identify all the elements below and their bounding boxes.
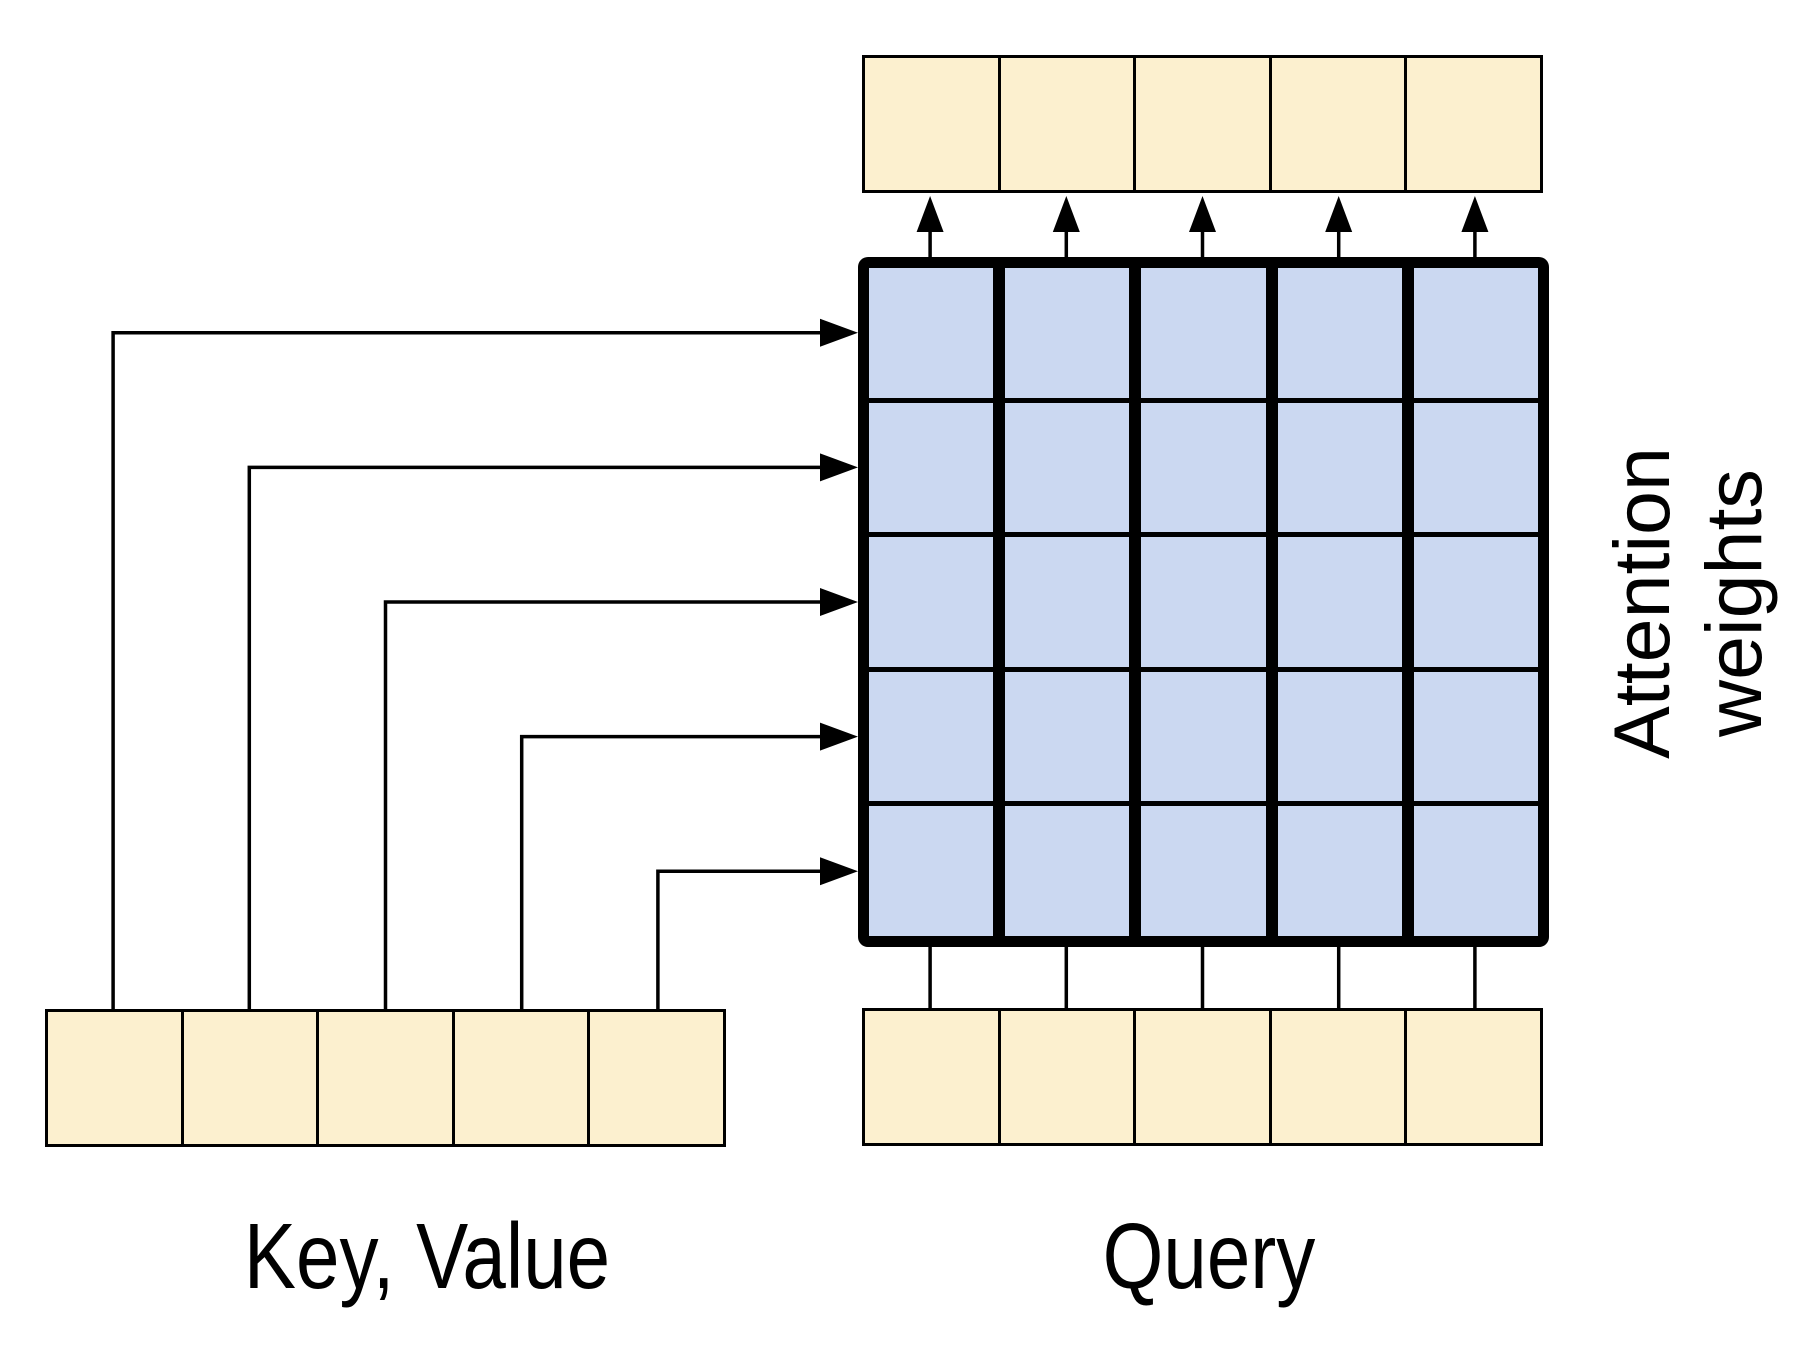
weight-cell — [1277, 268, 1402, 398]
key-value-cell — [316, 1012, 452, 1144]
kv-to-grid-connector — [656, 869, 820, 1011]
output-arrowhead-icon — [1189, 196, 1216, 232]
weights-column — [1413, 268, 1538, 936]
output-cell — [1268, 58, 1405, 190]
query-cell — [1404, 1011, 1540, 1143]
kv-arrowhead-icon — [820, 588, 858, 616]
weight-cell — [1413, 671, 1538, 802]
output-arrowhead-icon — [1325, 196, 1353, 232]
attention-weights-grid — [858, 257, 1549, 947]
weight-cell — [1277, 806, 1402, 936]
kv-to-grid-connector — [519, 734, 820, 1011]
output-arrowhead-icon — [1052, 196, 1080, 232]
key-value-row — [45, 1009, 726, 1147]
key-value-cell — [48, 1012, 181, 1144]
weight-cell — [1277, 402, 1402, 533]
weight-cell — [869, 806, 994, 936]
attention-weights-label-line1: Attention — [1597, 447, 1687, 759]
weight-cell — [1413, 806, 1538, 936]
weights-column — [869, 268, 994, 936]
weight-cell — [1005, 537, 1130, 667]
kv-to-grid-connector — [247, 465, 820, 1011]
output-cell — [1133, 58, 1269, 190]
key-value-label: Key, Value — [243, 1204, 611, 1308]
output-cell — [997, 58, 1134, 190]
weight-cell — [1141, 268, 1266, 398]
kv-to-grid-connector — [111, 331, 820, 1011]
weight-cell — [869, 268, 994, 398]
weights-column — [1141, 268, 1266, 936]
weight-cell — [1277, 671, 1402, 802]
output-arrowhead-icon — [916, 196, 944, 232]
weight-cell — [1413, 402, 1538, 533]
weight-cell — [1413, 537, 1538, 667]
query-cell — [865, 1011, 998, 1143]
query-cell — [1133, 1011, 1269, 1143]
weights-column — [1005, 268, 1130, 936]
weight-cell — [1141, 671, 1266, 802]
weight-cell — [1141, 806, 1266, 936]
key-value-cell — [587, 1012, 723, 1144]
output-row — [862, 55, 1543, 193]
query-row — [862, 1008, 1543, 1146]
weight-cell — [1005, 268, 1130, 398]
weight-cell — [1413, 268, 1538, 398]
weight-cell — [1141, 537, 1266, 667]
key-value-cell — [180, 1012, 317, 1144]
attention-weights-label-line2: weights — [1689, 469, 1778, 737]
kv-arrowhead-icon — [820, 857, 858, 886]
query-cell — [997, 1011, 1134, 1143]
output-cell — [865, 58, 998, 190]
kv-to-grid-connector — [383, 600, 820, 1011]
weight-cell — [869, 671, 994, 802]
output-arrowhead-icon — [1461, 196, 1489, 232]
key-value-cell — [451, 1012, 588, 1144]
query-cell — [1268, 1011, 1405, 1143]
weight-cell — [1277, 537, 1402, 667]
output-cell — [1404, 58, 1540, 190]
kv-arrowhead-icon — [820, 722, 858, 751]
weight-cell — [1141, 402, 1266, 533]
weight-cell — [869, 402, 994, 533]
weight-cell — [1005, 402, 1130, 533]
weight-cell — [869, 537, 994, 667]
weight-cell — [1005, 671, 1130, 802]
weight-cell — [1005, 806, 1130, 936]
weights-column — [1277, 268, 1402, 936]
query-label: Query — [1102, 1204, 1316, 1308]
kv-arrowhead-icon — [820, 318, 858, 347]
attention-weights-label: Attention weights — [1578, 403, 1798, 803]
kv-arrowhead-icon — [820, 453, 858, 482]
